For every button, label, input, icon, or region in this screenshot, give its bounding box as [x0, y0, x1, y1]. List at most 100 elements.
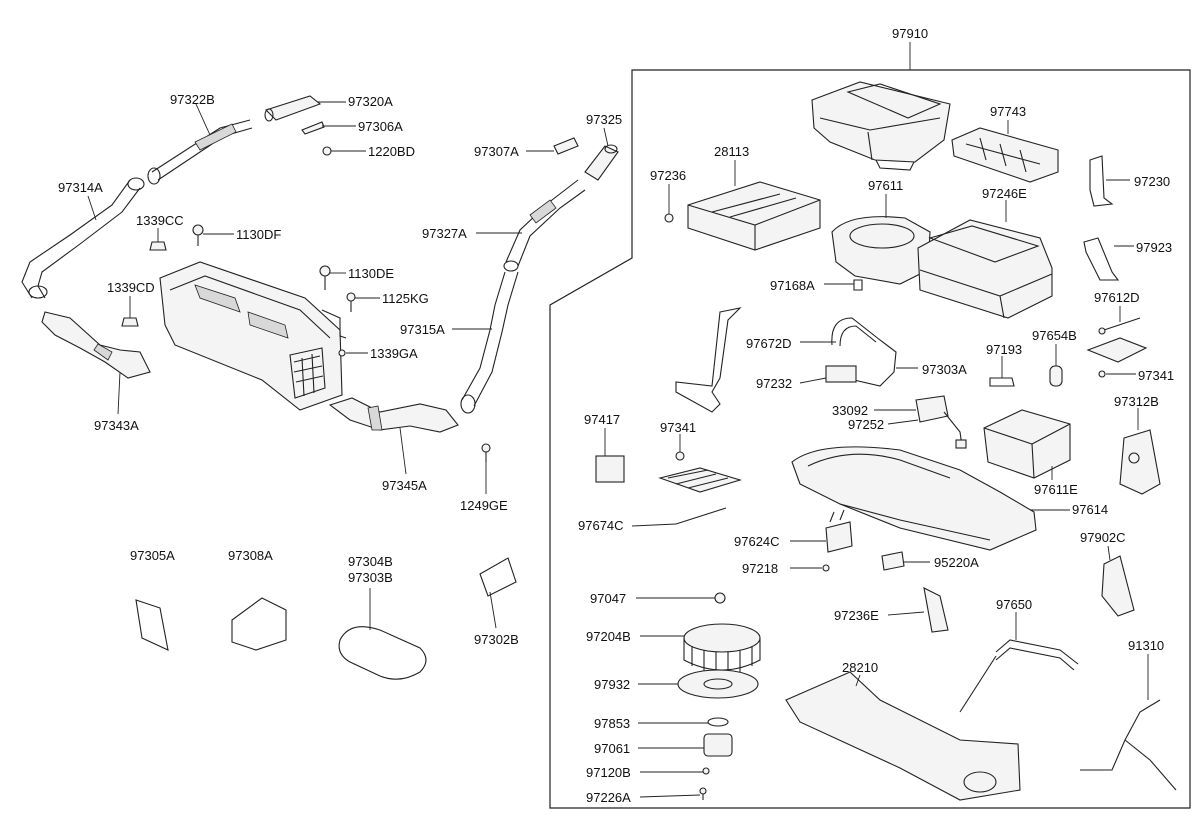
plate-97612D — [1086, 337, 1148, 363]
bolt-1125KG — [346, 292, 356, 312]
pad-97304B — [338, 626, 427, 680]
label-97246E: 97246E — [982, 186, 1027, 201]
label-97853: 97853 — [594, 716, 630, 731]
heater-unit-left — [159, 261, 343, 411]
label-1130DF: 1130DF — [236, 227, 281, 242]
label-97315A: 97315A — [400, 322, 445, 337]
label-97226A: 97226A — [586, 790, 631, 805]
label-97168A: 97168A — [770, 278, 815, 293]
label-97345A: 97345A — [382, 478, 427, 493]
blower-case-97611 — [831, 216, 931, 285]
screw-97120B — [702, 767, 710, 775]
pad-97305A — [135, 599, 169, 651]
label-28113: 28113 — [714, 144, 749, 159]
bracket-97230 — [1089, 155, 1114, 207]
label-97654B: 97654B — [1032, 328, 1077, 343]
label-97303B: 97303B — [348, 570, 393, 585]
screw-97341 — [675, 451, 685, 461]
fastener-1249GE — [481, 443, 491, 462]
label-97193: 97193 — [986, 342, 1022, 357]
hose-97320A — [264, 95, 322, 122]
label-97320A: 97320A — [348, 94, 393, 109]
screw-1220BD — [322, 146, 332, 156]
clip-97193 — [989, 377, 1015, 387]
bracket-97743 — [951, 127, 1059, 183]
label-97932: 97932 — [594, 677, 630, 692]
label-97305A: 97305A — [130, 548, 175, 563]
leader-lines — [87, 101, 1149, 798]
wire-97674C — [675, 507, 727, 525]
label-97312B: 97312B — [1114, 394, 1159, 409]
label-97624C: 97624C — [734, 534, 780, 549]
case-97611E — [983, 409, 1071, 479]
pad-97341 — [658, 467, 742, 493]
screw-97218 — [822, 564, 830, 572]
clip-97306A — [301, 121, 325, 135]
label-97230: 97230 — [1134, 174, 1170, 189]
clip-97168A — [853, 279, 863, 291]
label-97322B: 97322B — [170, 92, 215, 107]
label-97650: 97650 — [996, 597, 1032, 612]
label-1130DE: 1130DE — [348, 266, 394, 281]
cover-97312B — [1119, 429, 1161, 495]
label-97236: 97236 — [650, 168, 686, 183]
nut-97047 — [714, 592, 726, 604]
wiring-91310 — [1080, 699, 1177, 791]
label-97902C: 97902C — [1080, 530, 1126, 545]
hose-97343A — [41, 311, 151, 379]
label-97672D: 97672D — [746, 336, 792, 351]
label-97306A: 97306A — [358, 119, 403, 134]
fan-97204B — [683, 623, 761, 674]
assembly-label: 97910 — [892, 26, 928, 41]
screw-97236 — [664, 213, 674, 223]
module-97417 — [595, 455, 625, 483]
clip-97307A — [553, 137, 579, 155]
bracket-97923 — [1083, 237, 1120, 281]
hose-97315A — [460, 260, 519, 414]
fastener-1339GA — [338, 349, 346, 357]
label-97417: 97417 — [584, 412, 620, 427]
label-1125KG: 1125KG — [382, 291, 429, 306]
label-97743: 97743 — [990, 104, 1026, 119]
label-97307A: 97307A — [474, 144, 519, 159]
label-97343A: 97343A — [94, 418, 139, 433]
label-97252: 97252 — [848, 417, 884, 432]
label-33092: 33092 — [832, 403, 868, 418]
part-labels: 97322B 97320A 97306A 1220BD 97307A 97325… — [58, 92, 1174, 805]
label-97236E: 97236E — [834, 608, 879, 623]
label-97047: 97047 — [590, 591, 626, 606]
label-97325: 97325 — [586, 112, 622, 127]
label-97674C: 97674C — [578, 518, 624, 533]
case-97246E — [917, 219, 1053, 319]
hose-97325 — [584, 144, 619, 181]
hose-97314A — [21, 177, 145, 299]
grommet-97654B — [1049, 365, 1063, 387]
pad-97302B — [479, 557, 517, 597]
label-97614: 97614 — [1072, 502, 1108, 517]
label-97611: 97611 — [868, 178, 903, 193]
filter-28113 — [687, 181, 821, 251]
bracket-97902C — [1101, 555, 1135, 617]
plate-97932 — [677, 669, 759, 699]
actuator-33092 — [915, 395, 967, 449]
hose-97327A — [505, 179, 586, 267]
label-28210: 28210 — [842, 660, 878, 675]
duct-28210 — [785, 671, 1021, 801]
rod-97612D — [1098, 317, 1141, 335]
label-97923: 97923 — [1136, 240, 1172, 255]
label-91310: 91310 — [1128, 638, 1164, 653]
pipe-97650 — [959, 639, 1079, 713]
screw-97341b — [1098, 370, 1106, 378]
label-97314A: 97314A — [58, 180, 103, 195]
label-1339CD: 1339CD — [107, 280, 155, 295]
fastener-1339CD — [121, 317, 139, 327]
label-97304B: 97304B — [348, 554, 393, 569]
hose-97345A — [328, 397, 459, 433]
label-97612D: 97612D — [1094, 290, 1140, 305]
label-97308A: 97308A — [228, 548, 273, 563]
label-97611E: 97611E — [1034, 482, 1078, 497]
assembly-frame: 97910 — [549, 26, 1191, 809]
label-97120B: 97120B — [586, 765, 631, 780]
label-97218: 97218 — [742, 561, 778, 576]
